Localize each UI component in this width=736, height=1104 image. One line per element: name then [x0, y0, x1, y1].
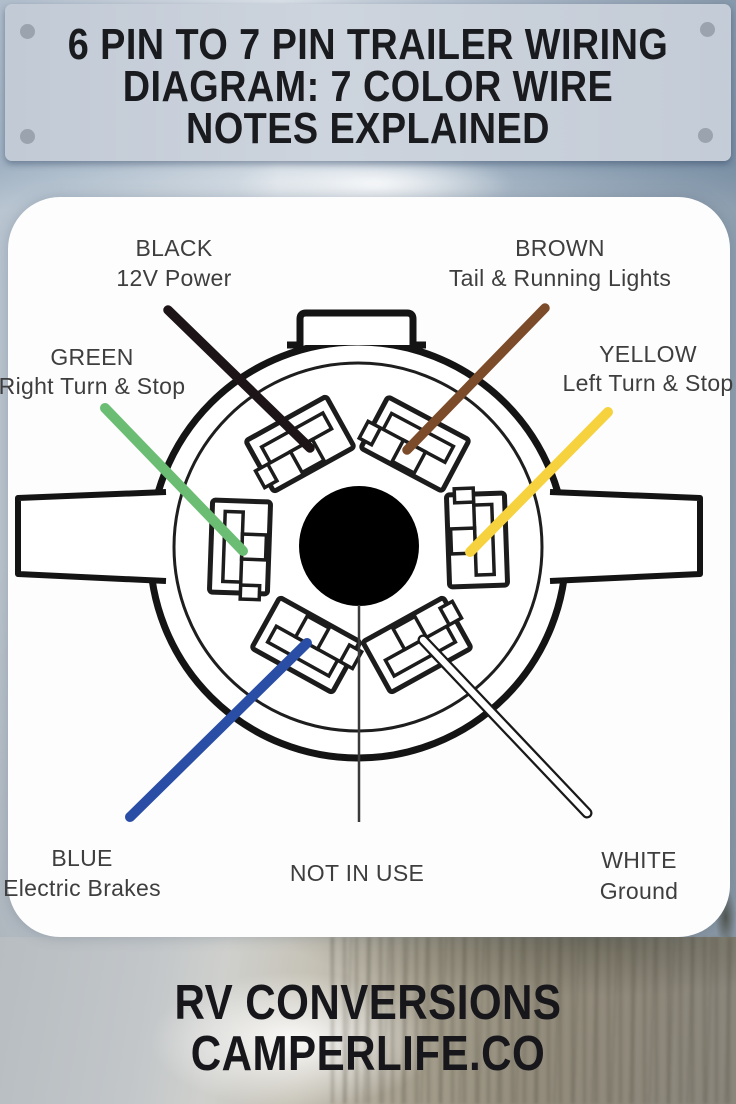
label-brown: BROWN Tail & Running Lights [449, 233, 671, 293]
connector-key-notch [287, 309, 426, 349]
label-brown-name: BROWN [515, 235, 605, 261]
label-blue-function: Electric Brakes [3, 875, 161, 901]
diagram-card: BLACK 12V Power BROWN Tail & Running Lig… [0, 197, 733, 937]
label-white-name: WHITE [601, 847, 677, 873]
page-title: 6 PIN TO 7 PIN TRAILER WIRING DIAGRAM: 7… [56, 20, 680, 153]
title-line-3: NOTES EXPLAINED [186, 104, 550, 153]
label-yellow-function: Left Turn & Stop [562, 370, 734, 396]
center-pin [299, 486, 419, 606]
rivet-icon [20, 129, 35, 144]
label-yellow-name: YELLOW [599, 341, 697, 367]
connector-diagram [15, 303, 703, 822]
footer-line-2: CAMPERLIFE.CO [190, 1027, 546, 1081]
label-green-name: GREEN [50, 344, 134, 370]
rivet-icon [20, 24, 35, 39]
title-plate: 6 PIN TO 7 PIN TRAILER WIRING DIAGRAM: 7… [5, 4, 731, 161]
wire-white [419, 636, 591, 817]
footer-line-1: RV CONVERSIONS [174, 976, 562, 1030]
label-blue: BLUE Electric Brakes [3, 843, 161, 903]
wire-black [163, 305, 315, 453]
connector-right-tab [549, 489, 703, 584]
label-brown-function: Tail & Running Lights [448, 265, 672, 291]
rivet-icon [698, 128, 713, 143]
water-reflection-photo [0, 937, 736, 1104]
wire-green [100, 403, 248, 556]
title-line-2: DIAGRAM: 7 COLOR WIRE [122, 62, 614, 111]
label-black-function: 12V Power [116, 265, 232, 291]
wire-blue [125, 638, 312, 822]
label-black-name: BLACK [135, 235, 213, 261]
wire-yellow [465, 407, 613, 557]
label-white: WHITE Ground [600, 845, 679, 907]
footer-branding: RV CONVERSIONS CAMPERLIFE.CO [52, 978, 685, 1080]
rivet-icon [700, 22, 715, 37]
label-green: GREEN Right Turn & Stop [0, 343, 185, 401]
label-black: BLACK 12V Power [116, 233, 231, 293]
label-blue-name: BLUE [51, 845, 113, 871]
connector-left-tab [15, 489, 167, 584]
title-line-1: 6 PIN TO 7 PIN TRAILER WIRING [67, 20, 669, 69]
tree-reflection-streaks [331, 937, 736, 1104]
label-green-function: Right Turn & Stop [0, 373, 186, 399]
label-not-in-use: NOT IN USE [289, 860, 425, 886]
label-yellow: YELLOW Left Turn & Stop [562, 340, 733, 398]
wire-brown [402, 303, 550, 455]
label-white-function: Ground [599, 878, 679, 904]
pin-slot-yellow [446, 487, 507, 587]
